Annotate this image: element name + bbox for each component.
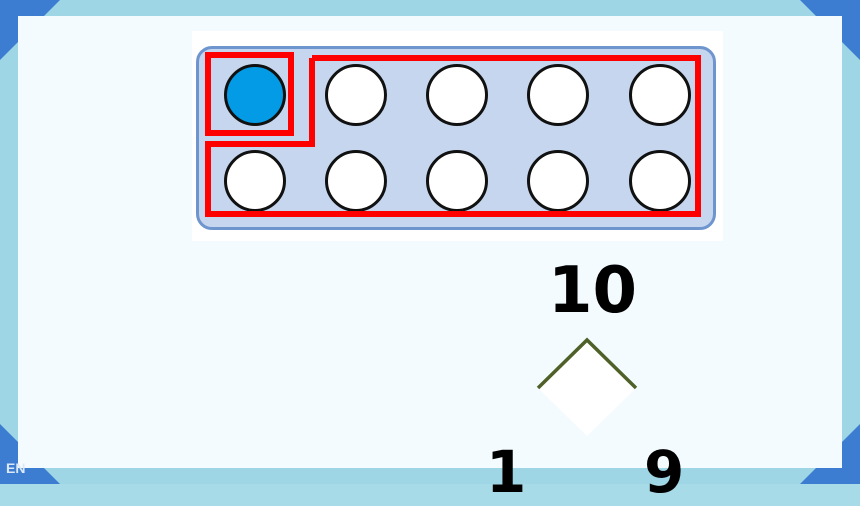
counter-empty [325, 150, 387, 212]
counter-empty [325, 64, 387, 126]
corner-label: EN [6, 460, 26, 476]
counter-empty [426, 64, 488, 126]
counter-empty [527, 150, 589, 212]
counter-empty [426, 150, 488, 212]
number-bond-part-right: 9 [644, 438, 685, 506]
highlight-box-one [205, 52, 294, 136]
number-bond-part-left: 1 [486, 438, 527, 506]
counter-empty [629, 150, 691, 212]
number-bond-total: 10 [548, 254, 638, 328]
counter-empty [224, 150, 286, 212]
counter-empty [629, 64, 691, 126]
counter-empty [527, 64, 589, 126]
